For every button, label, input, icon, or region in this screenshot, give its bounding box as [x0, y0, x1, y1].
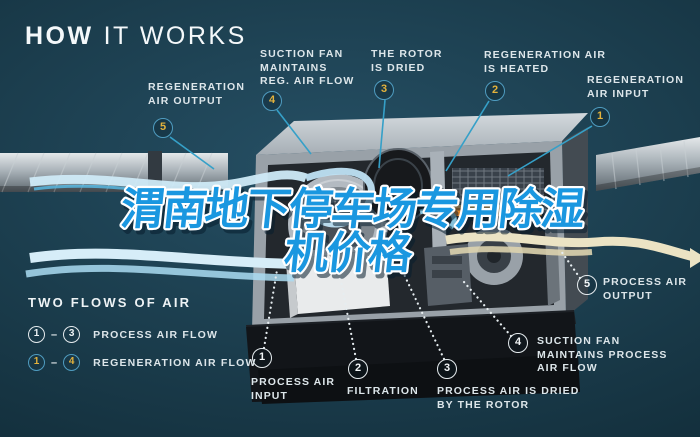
regeneration-airflow-ribbon: [29, 167, 457, 230]
callout-text: REGENERATION AIR: [484, 49, 607, 61]
page-title-bold: HOW: [25, 22, 94, 50]
page-title-light: IT WORKS: [103, 22, 247, 50]
callout-text: PROCESS AIR: [251, 376, 336, 388]
callout-text: BY THE ROTOR: [437, 398, 530, 411]
callout-text: OUTPUT: [603, 289, 653, 302]
regeneration-leader-lines: [169, 99, 593, 177]
callout-text: THE ROTOR: [371, 48, 443, 60]
callout-text: REG. AIR FLOW: [260, 75, 355, 88]
heater-element: [450, 208, 542, 216]
step-badge-regen-5: 5: [153, 118, 173, 138]
page-title: HOW IT WORKS: [25, 22, 247, 51]
callout-text: REGENERATION: [587, 74, 685, 86]
callout-text: SUCTION FAN: [260, 48, 344, 60]
callout-text: IS DRIED: [371, 61, 426, 74]
step-badge-process-1: 1: [252, 348, 272, 368]
legend-badge-to: 3: [63, 326, 81, 343]
legend-dash: –: [51, 356, 58, 369]
step-badge-regen-1: 1: [590, 107, 610, 127]
step-badge-regen-4: 4: [262, 91, 282, 111]
filter-box: [286, 244, 390, 318]
process-input-ribbon: [25, 248, 312, 282]
process-output-ribbon: [445, 232, 700, 268]
process-leader-lines: [262, 249, 582, 361]
callout-text: AIR INPUT: [587, 87, 650, 100]
legend-badge-to: 4: [63, 354, 81, 371]
callout-text: IS HEATED: [484, 62, 550, 75]
step-badge-process-4: 4: [508, 333, 528, 353]
heater-mesh: [450, 168, 544, 216]
step-badge-process-2: 2: [348, 359, 368, 379]
legend-row-process: 1 – 3 PROCESS AIR FLOW: [28, 326, 218, 343]
legend-label: PROCESS AIR FLOW: [93, 328, 219, 341]
legend-label: REGENERATION AIR FLOW: [93, 356, 257, 369]
callout-text: AIR FLOW: [537, 362, 598, 375]
legend-badge-from: 1: [28, 326, 45, 343]
overlay-title-line1: 渭南地下停车场专用除湿: [118, 185, 587, 234]
callout-text: FILTRATION: [347, 385, 419, 397]
callout-text: SUCTION FAN: [537, 335, 621, 347]
overlay-title-line2: 机价格: [282, 229, 416, 278]
callout-text: MAINTAINS PROCESS: [537, 348, 668, 361]
component-unit: [424, 244, 472, 306]
step-badge-regen-2: 2: [485, 81, 505, 101]
callout-text: REGENERATION: [148, 81, 246, 93]
callout-text: PROCESS AIR IS DRIED: [437, 385, 580, 397]
step-badge-process-3: 3: [437, 359, 457, 379]
legend-heading: TWO FLOWS OF AIR: [28, 295, 192, 310]
machine-body: [246, 113, 588, 404]
legend-row-regeneration: 1 – 4 REGENERATION AIR FLOW: [28, 354, 257, 371]
callout-text: MAINTAINS: [260, 61, 328, 74]
step-badge-process-5: 5: [577, 275, 597, 295]
step-badge-regen-3: 3: [374, 80, 394, 100]
right-duct: [596, 137, 700, 191]
callout-text: PROCESS AIR: [603, 276, 688, 288]
legend-dash: –: [51, 328, 58, 341]
legend-badge-from: 1: [28, 354, 45, 371]
callout-text: INPUT: [251, 389, 288, 402]
callout-text: AIR OUTPUT: [148, 94, 224, 107]
